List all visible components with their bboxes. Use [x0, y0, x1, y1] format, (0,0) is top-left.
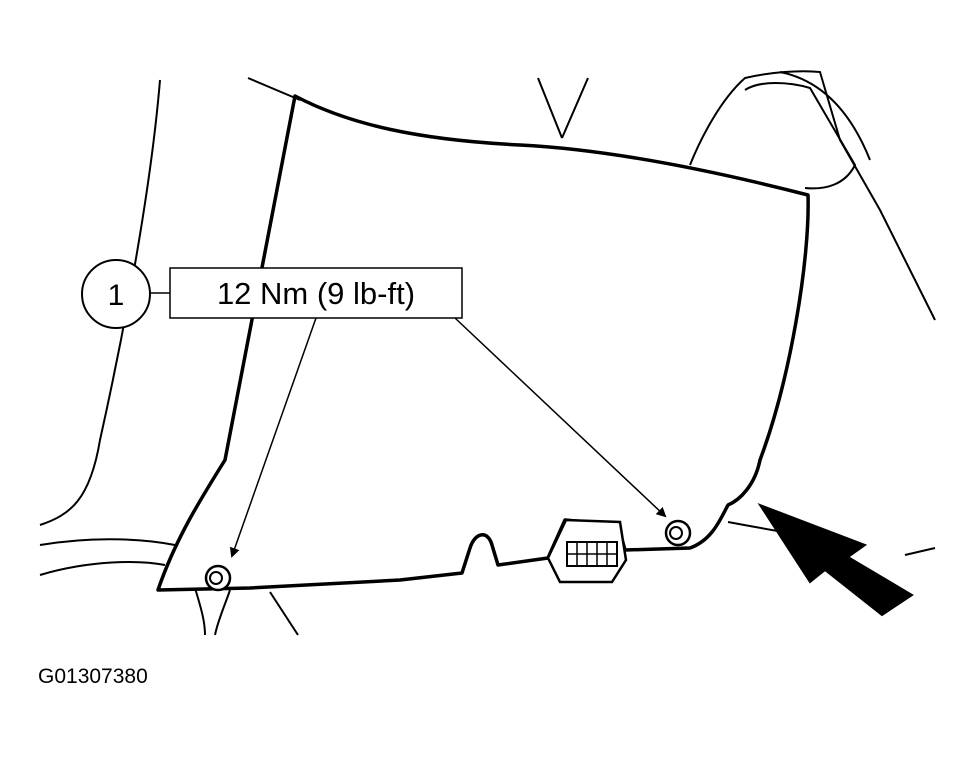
window-inner-line — [744, 82, 857, 190]
left-floor-line — [39, 561, 166, 576]
bolt-left-icon — [204, 564, 232, 592]
window-frame-line — [779, 71, 871, 161]
top-v-line-right — [561, 77, 589, 139]
callout-number: 1 — [108, 279, 125, 312]
vehicle-body-lines — [39, 70, 936, 636]
figure-id: G01307380 — [38, 665, 148, 688]
left-pillar-inner-line — [247, 77, 301, 101]
right-edge-line — [904, 547, 936, 556]
bottom-line — [269, 591, 299, 636]
direction-arrow-icon — [757, 502, 914, 617]
left-curve-line — [39, 538, 176, 546]
bottom-strap-right — [214, 589, 231, 636]
torque-spec-label: 12 Nm (9 lb-ft) — [217, 276, 415, 311]
trim-panel-outline — [156, 94, 810, 592]
top-v-line-left — [537, 77, 563, 139]
leader-line-right — [454, 317, 667, 518]
bottom-strap-left — [194, 587, 206, 636]
torque-spec-box: 12 Nm (9 lb-ft) — [169, 267, 463, 319]
callout-badge: 1 — [81, 259, 151, 329]
left-pillar-outer-line — [39, 79, 161, 526]
bolt-right-icon — [664, 519, 692, 547]
electrical-connector — [546, 518, 628, 584]
window-outer-line — [689, 70, 936, 321]
leader-line-left — [229, 317, 317, 558]
